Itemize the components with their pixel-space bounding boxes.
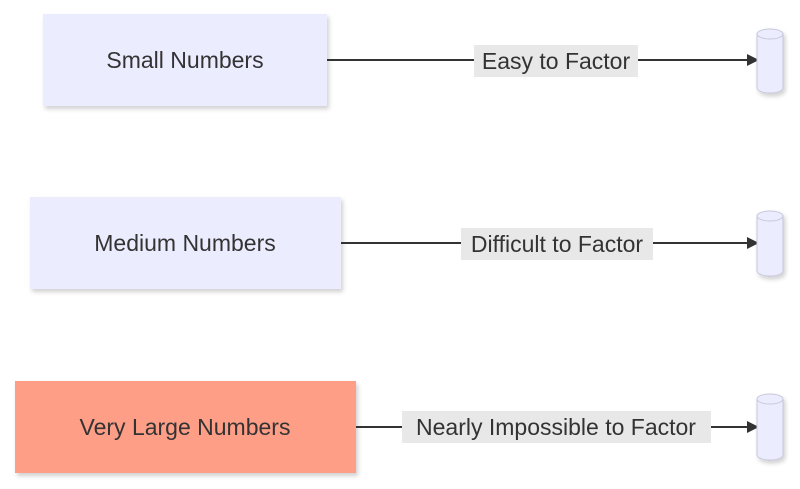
edge-label-medium-numbers: Difficult to Factor — [471, 231, 643, 257]
edge-label-very-large-numbers: Nearly Impossible to Factor — [416, 414, 696, 440]
cylinder-icon — [756, 393, 784, 461]
edge-label-bg-small-numbers — [474, 45, 638, 77]
cylinder-icon — [756, 210, 784, 277]
node-very-large-numbers — [15, 381, 356, 473]
node-medium-numbers — [30, 197, 341, 289]
node-label-medium-numbers: Medium Numbers — [94, 230, 276, 256]
node-small-numbers — [43, 14, 327, 106]
node-label-small-numbers: Small Numbers — [106, 47, 263, 73]
cylinder-icon — [756, 28, 784, 94]
row-very-large-numbers: Very Large Numbers Nearly Impossible to … — [15, 381, 784, 473]
row-small-numbers: Small Numbers Easy to Factor — [43, 14, 784, 106]
row-medium-numbers: Medium Numbers Difficult to Factor — [30, 197, 784, 289]
edge-label-bg-medium-numbers — [461, 228, 653, 260]
edge-label-small-numbers: Easy to Factor — [482, 48, 631, 74]
edge-label-bg-very-large-numbers — [402, 411, 711, 443]
node-label-very-large-numbers: Very Large Numbers — [80, 414, 291, 440]
